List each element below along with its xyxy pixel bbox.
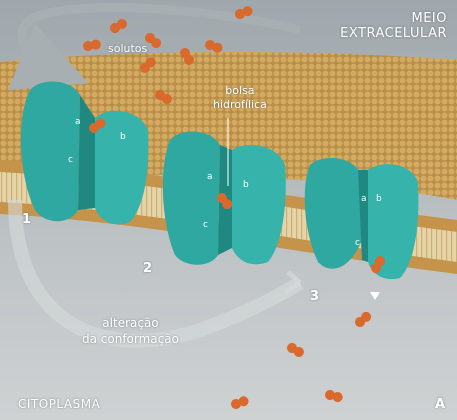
site-a-3: a (361, 194, 367, 204)
site-a-2: a (207, 172, 213, 182)
entry-arrow (8, 3, 302, 91)
site-c-2: c (203, 220, 208, 230)
release-arrow (370, 292, 380, 300)
panel-label: A (434, 397, 445, 412)
step-1-label: 1 (22, 212, 32, 227)
conformation-arrow (8, 199, 304, 348)
site-c-1: c (68, 155, 73, 165)
site-a-1: a (75, 117, 81, 127)
site-b-2: b (243, 180, 249, 190)
transporter-protein-1 (20, 81, 149, 225)
step-2-label: 2 (143, 261, 153, 276)
hydrophilic-pocket-label: bolsa hidrofílica (213, 84, 267, 111)
extracellular-label: MEIO EXTRACELULAR (340, 11, 447, 41)
solute-molecules (83, 6, 385, 409)
conformation-change-label: alteração da conformação (82, 316, 179, 347)
site-b-1: b (120, 132, 126, 142)
site-c-3: c (355, 238, 360, 248)
transporter-protein-2 (162, 131, 286, 265)
cytoplasm-label: CITOPLASMA (18, 397, 101, 411)
site-b-3: b (376, 194, 382, 204)
step-3-label: 3 (310, 289, 320, 304)
solutes-label: solutos (108, 42, 148, 55)
transporter-protein-3 (304, 158, 419, 280)
